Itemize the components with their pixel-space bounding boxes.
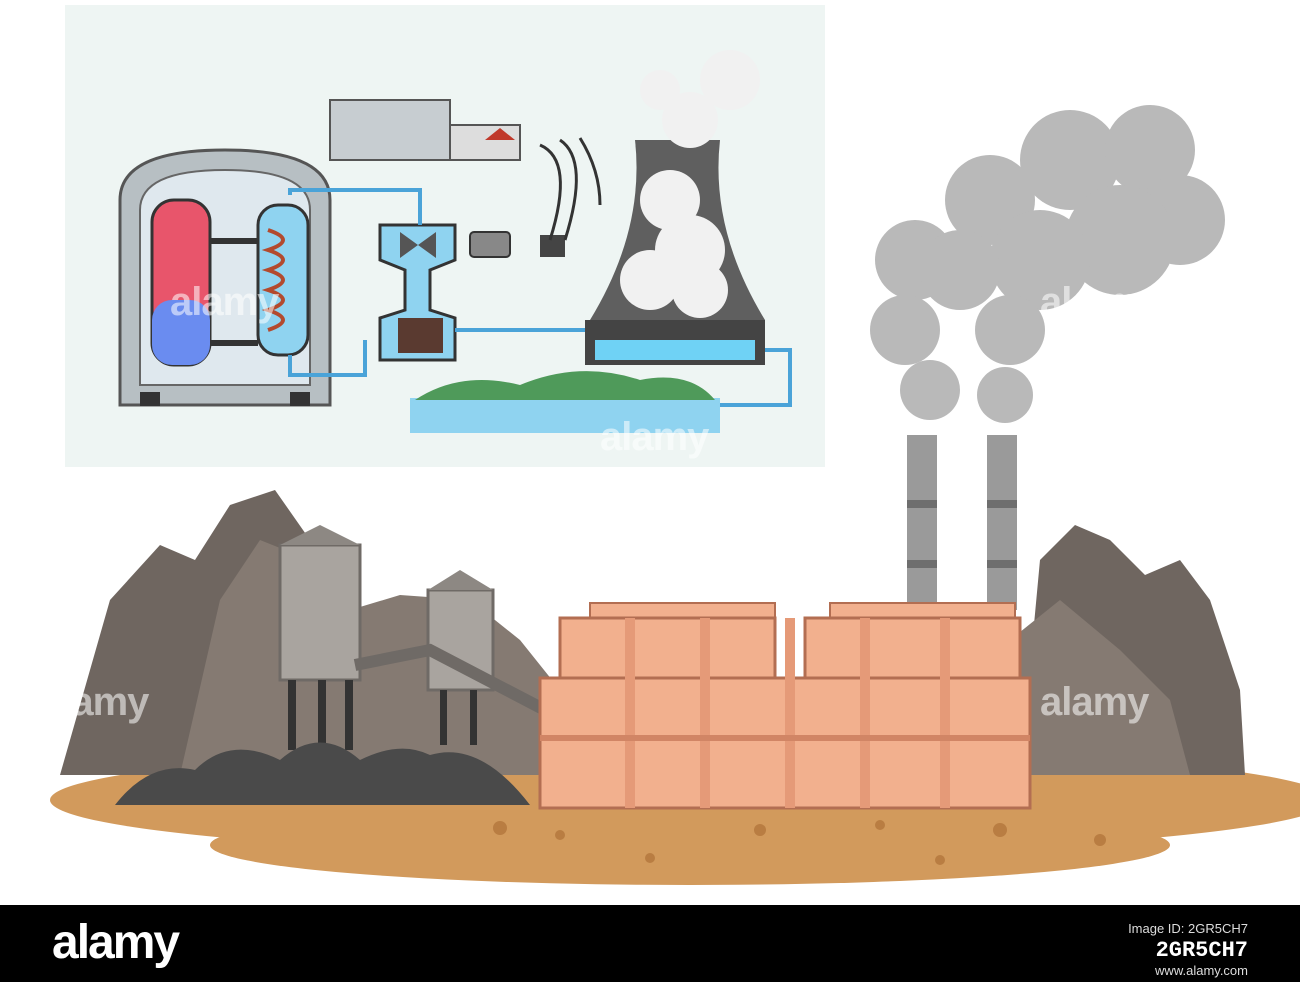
- footer-url[interactable]: www.alamy.com: [1155, 963, 1248, 978]
- cooling-tower-icon: [585, 50, 765, 365]
- diagram-panel: [65, 5, 825, 467]
- city-icon: [329, 99, 521, 161]
- turbine-icon: [378, 223, 457, 362]
- stock-id: 2GR5CH7: [1155, 938, 1248, 963]
- pipes: [288, 188, 792, 407]
- image-id-label: Image ID: 2GR5CH7: [1128, 921, 1248, 936]
- factory: [538, 602, 1032, 810]
- footer-bar: alamy Image ID: 2GR5CH7 2GR5CH7 www.alam…: [0, 905, 1300, 982]
- power-plant-illustration: [50, 5, 1300, 885]
- alamy-logo[interactable]: alamy: [52, 916, 180, 969]
- chimneys: [907, 435, 1017, 610]
- smoke: [870, 105, 1225, 423]
- silos: [278, 525, 548, 750]
- generator-icon: [469, 231, 565, 258]
- coal-piles: [115, 742, 530, 805]
- power-line-icon: [539, 137, 602, 241]
- reactor-vessel-icon: [118, 148, 332, 407]
- lake: [410, 371, 720, 433]
- footer-meta: Image ID: 2GR5CH7 2GR5CH7: [1128, 921, 1248, 963]
